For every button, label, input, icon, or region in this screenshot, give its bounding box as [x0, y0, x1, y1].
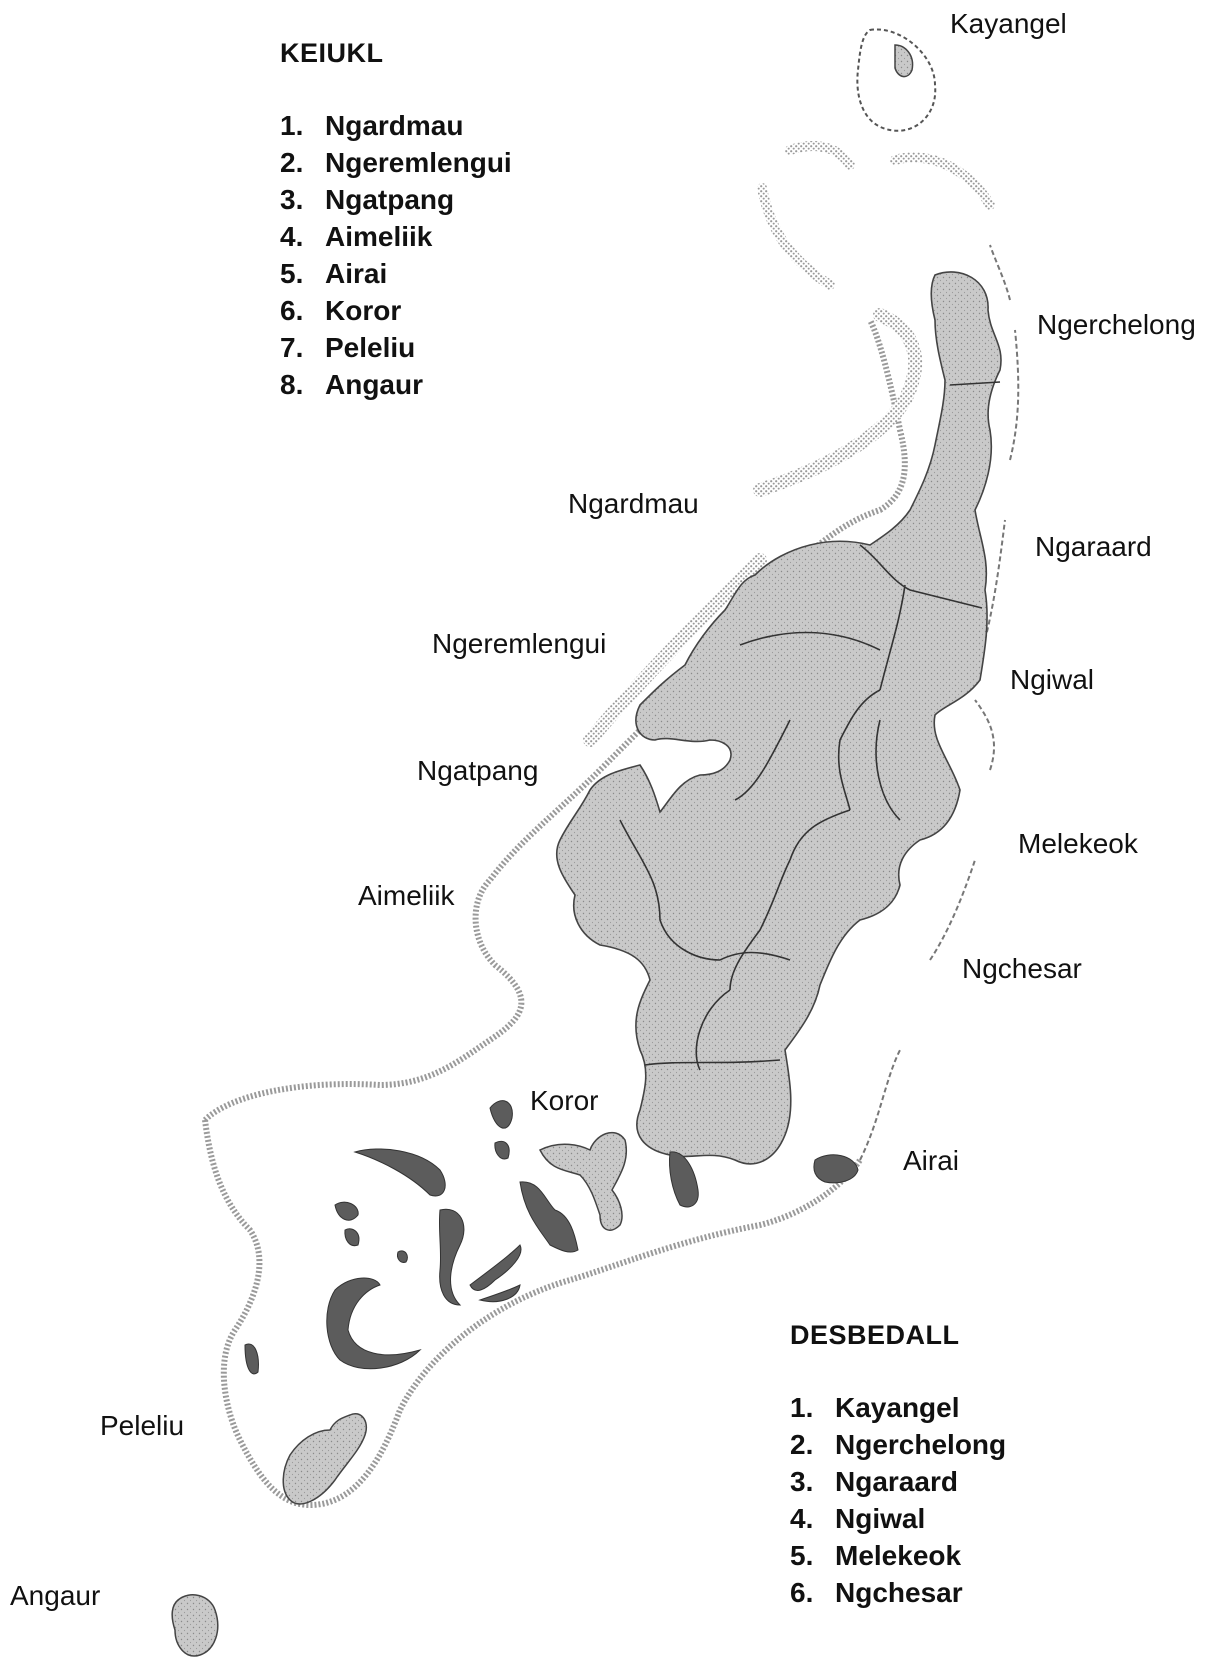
legend-item-number: 5. [280, 258, 304, 289]
legend-item-number: 1. [280, 110, 304, 141]
legend-item-name: Airai [325, 258, 388, 289]
legend-item: 7. Peleliu [280, 329, 512, 366]
legend-item: 4. Ngiwal [790, 1500, 1006, 1537]
legend-item: 4. Aimeliik [280, 218, 512, 255]
label-aimeliik: Aimeliik [358, 880, 455, 911]
legend-item-number: 1. [790, 1392, 814, 1423]
label-ngeremlengui: Ngeremlengui [432, 628, 607, 659]
legend-item-name: Kayangel [835, 1392, 960, 1423]
label-ngchesar: Ngchesar [962, 953, 1082, 984]
eastern-reef-line [859, 244, 1020, 1161]
legend-item-name: Angaur [325, 369, 423, 400]
legend-item-name: Aimeliik [325, 221, 433, 252]
legend-item: 2. Ngerchelong [790, 1426, 1006, 1463]
legend-keiukl: KEIUKL 1. Ngardmau 2. Ngeremlengui 3. Ngatp… [280, 38, 512, 403]
legend-item-name: Ngiwal [835, 1503, 926, 1534]
legend-desbedall: DESBEDALL 1. Kayangel 2. Ngerchelong 3. Nga… [790, 1320, 1006, 1611]
legend-item-number: 8. [280, 369, 304, 400]
label-ngerchelong: Ngerchelong [1037, 309, 1196, 340]
legend-item-number: 3. [280, 184, 304, 215]
legend-item-name: Ngardmau [325, 110, 464, 141]
legend-item-number: 3. [790, 1466, 814, 1497]
legend-item-name: Ngatpang [325, 184, 455, 215]
angaur-island [171, 1594, 219, 1657]
legend-item-number: 4. [790, 1503, 814, 1534]
label-peleliu: Peleliu [100, 1410, 185, 1441]
legend-item: 3. Ngaraard [790, 1463, 1006, 1500]
legend-item: 3. Ngatpang [280, 181, 512, 218]
legend-item: 8. Angaur [280, 366, 512, 403]
legend-item-name: Ngerchelong [835, 1429, 1007, 1460]
label-ngiwal: Ngiwal [1010, 664, 1095, 695]
label-ngaraard: Ngaraard [1035, 531, 1152, 562]
legend-keiukl-list: 1. Ngardmau 2. Ngeremlengui 3. Ngatpang 4. A… [280, 107, 512, 403]
kayangel-island [894, 44, 914, 78]
state-borders [619, 381, 1001, 1071]
legend-item: 5. Airai [280, 255, 512, 292]
koror-island [538, 1131, 627, 1231]
label-airai: Airai [903, 1145, 960, 1176]
label-kayangel: Kayangel [950, 8, 1067, 39]
legend-keiukl-heading: KEIUKL [280, 38, 384, 68]
kayangel-atoll [856, 28, 937, 132]
legend-item: 6. Koror [280, 292, 512, 329]
north-reef-arc [757, 141, 995, 290]
legend-item: 5. Melekeok [790, 1537, 1006, 1574]
legend-item-number: 2. [280, 147, 304, 178]
legend-item: 1. Ngardmau [280, 107, 512, 144]
legend-item: 6. Ngchesar [790, 1574, 1006, 1611]
legend-item: 2. Ngeremlengui [280, 144, 512, 181]
legend-item-number: 6. [280, 295, 304, 326]
babeldaob-island [555, 271, 1002, 1165]
label-angaur: Angaur [10, 1580, 101, 1611]
northwest-reef-arc [753, 308, 923, 497]
legend-item-name: Ngchesar [835, 1577, 963, 1608]
legend-item-name: Peleliu [325, 332, 416, 363]
legend-desbedall-heading: DESBEDALL [790, 1320, 960, 1350]
legend-item-name: Melekeok [835, 1540, 962, 1571]
legend-item-number: 5. [790, 1540, 814, 1571]
label-ngatpang: Ngatpang [417, 755, 539, 786]
legend-item-number: 4. [280, 221, 304, 252]
legend-item-number: 6. [790, 1577, 814, 1608]
label-koror: Koror [530, 1085, 599, 1116]
barrier-reef-outline [202, 318, 908, 1123]
peleliu-island [282, 1413, 367, 1505]
northwest-reef-arc-2 [583, 553, 767, 747]
legend-item-number: 7. [280, 332, 304, 363]
label-melekeok: Melekeok [1018, 828, 1138, 859]
legend-item-number: 2. [790, 1429, 814, 1460]
legend-item-name: Koror [325, 295, 402, 326]
legend-item: 1. Kayangel [790, 1389, 1006, 1426]
legend-item-name: Ngaraard [835, 1466, 958, 1497]
legend-desbedall-list: 1. Kayangel 2. Ngerchelong 3. Ngaraard 4. Ng… [790, 1389, 1006, 1611]
legend-item-name: Ngeremlengui [325, 147, 512, 178]
label-ngardmau: Ngardmau [568, 488, 699, 519]
rock-islands [244, 1100, 859, 1375]
